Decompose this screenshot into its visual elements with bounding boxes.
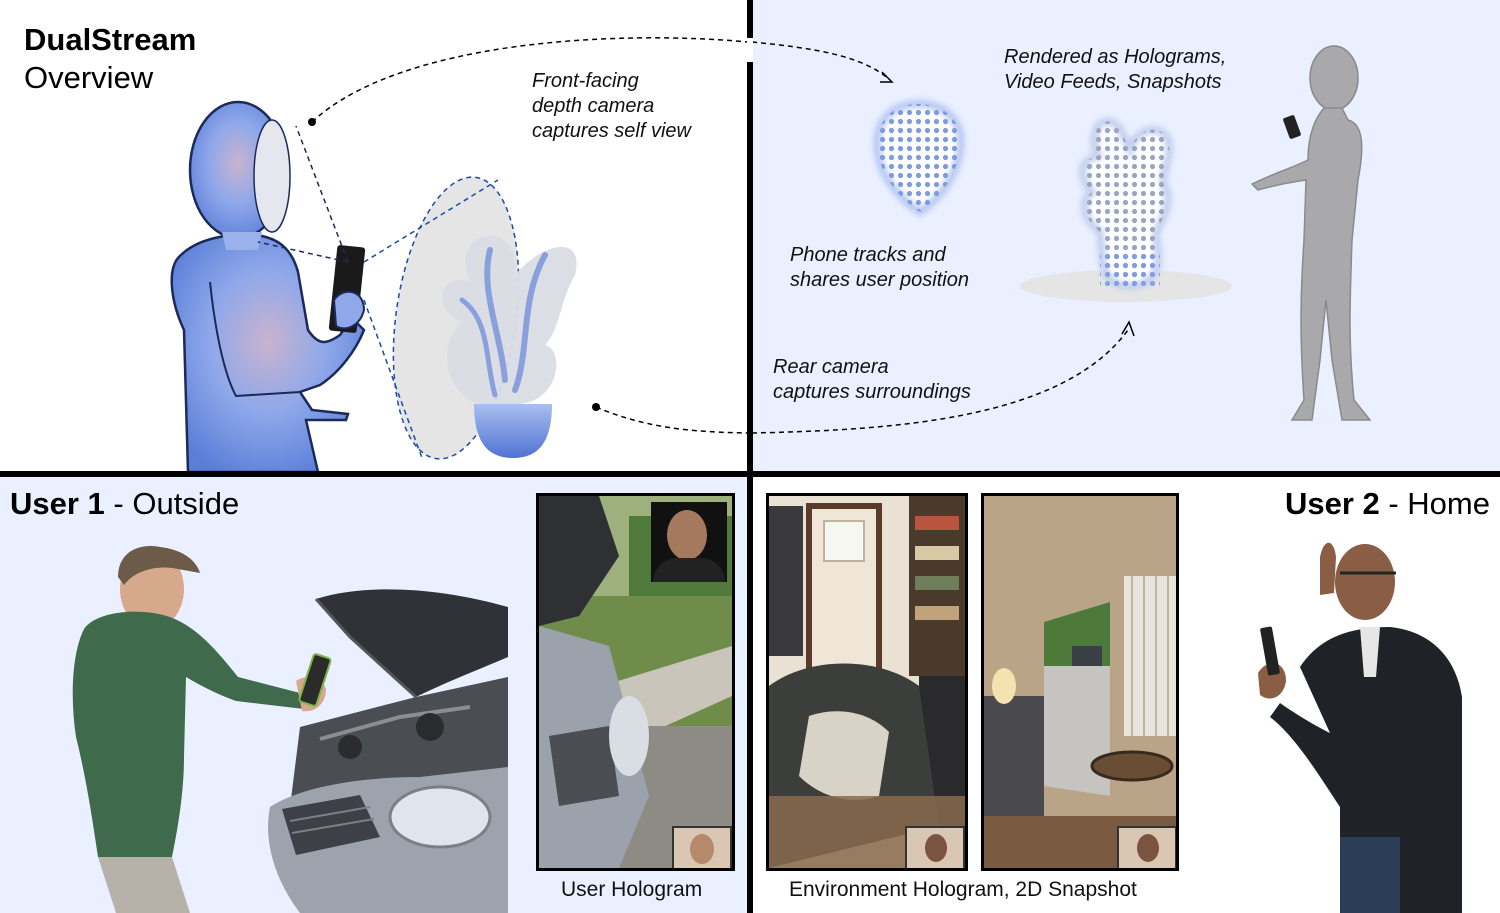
remote-user-silhouette (1250, 45, 1372, 421)
vertical-divider (747, 0, 753, 913)
user2-panel: User 2 - Home (752, 477, 1500, 913)
user1-person (72, 546, 326, 913)
user1-pip-video (672, 826, 732, 868)
user2-pip-video-2 (1117, 826, 1176, 868)
caption-front-camera: Front-facing depth camera captures self … (532, 70, 691, 142)
user2-screen-label: Environment Hologram, 2D Snapshot (789, 878, 1137, 901)
user1-photo (72, 546, 508, 913)
divider-arrow-gap (747, 38, 753, 62)
overview-title: DualStream (24, 22, 197, 57)
caption-rendered: Rendered as Holograms, Video Feeds, Snap… (1004, 46, 1227, 93)
remote-phone-icon (1283, 115, 1301, 139)
caption-phone-tracks: Phone tracks and shares user position (790, 244, 969, 291)
user1-phone-icon (298, 653, 332, 707)
rendered-illustration (752, 41, 1372, 434)
environment-hologram-screen (766, 493, 968, 871)
user1-phone-screen (536, 493, 735, 871)
overview-subtitle: Overview (24, 60, 154, 95)
user2-photo (1258, 542, 1462, 913)
user2-pip-video-1 (905, 826, 965, 868)
user2-person (1258, 542, 1462, 913)
overview-panel: DualStream Overview Front-facing depth c… (0, 0, 748, 472)
user1-screen-label: User Hologram (561, 878, 703, 901)
plant-leaves (442, 235, 577, 404)
car-hood (316, 589, 508, 697)
overview-illustration (170, 37, 748, 472)
user-silhouette (170, 233, 366, 472)
horizontal-divider (0, 471, 1500, 477)
caption-rear-camera: Rear camera captures surroundings (773, 356, 971, 403)
user2-heading: User 2 - Home (1284, 486, 1490, 521)
user1-hologram-face (651, 502, 727, 582)
user1-heading: User 1 - Outside (10, 486, 240, 521)
snapshot-screen (981, 493, 1179, 871)
plant-pot (474, 404, 552, 458)
user2-phone-icon (1260, 626, 1280, 676)
user1-panel: User 1 - Outside (0, 477, 748, 913)
rendered-panel: Rendered as Holograms, Video Feeds, Snap… (752, 0, 1500, 472)
